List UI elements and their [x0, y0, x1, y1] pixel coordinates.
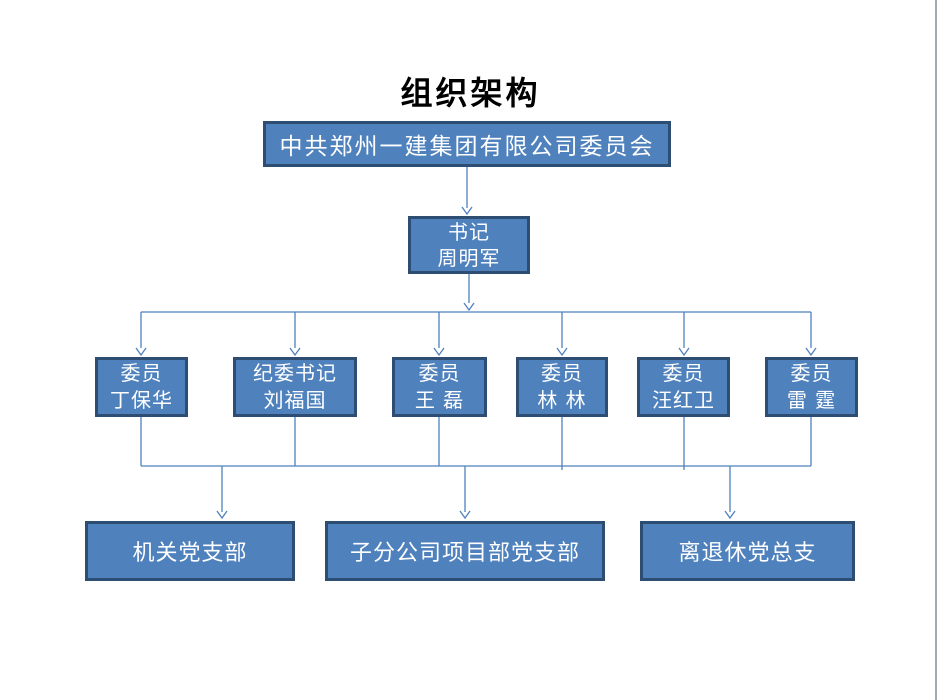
org-node-member-wanglei: 委员 王 磊	[392, 357, 487, 417]
member-name: 丁保华	[110, 388, 173, 412]
org-node-branch-office: 机关党支部	[85, 521, 295, 581]
page-title: 组织架构	[400, 74, 541, 112]
branch-label: 子分公司项目部党支部	[349, 541, 580, 566]
member-title: 委员	[541, 361, 583, 385]
member-title: 委员	[120, 361, 163, 385]
branch-label: 离退休党总支	[678, 541, 817, 566]
org-node-secretary-name: 周明军	[437, 246, 501, 270]
member-title: 委员	[418, 361, 461, 385]
branch-label: 机关党支部	[132, 541, 248, 566]
member-title: 纪委书记	[253, 361, 337, 385]
member-name: 林 林	[537, 388, 587, 412]
member-title: 委员	[790, 361, 833, 385]
org-node-committee: 中共郑州一建集团有限公司委员会	[263, 121, 671, 167]
org-node-committee-label: 中共郑州一建集团有限公司委员会	[279, 134, 655, 160]
member-name: 雷 霆	[786, 388, 837, 412]
org-node-member-linlin: 委员 林 林	[516, 357, 608, 417]
member-title: 委员	[662, 361, 705, 385]
org-node-member-liufuguo: 纪委书记 刘福国	[233, 357, 357, 417]
org-node-branch-retired: 离退休党总支	[640, 521, 855, 581]
member-name: 刘福国	[263, 388, 327, 412]
org-node-secretary-title: 书记	[448, 220, 490, 244]
org-node-branch-subsidiary: 子分公司项目部党支部	[325, 521, 605, 581]
org-node-member-wanghongwei: 委员 汪红卫	[637, 357, 730, 417]
page-edge-line	[935, 0, 937, 700]
org-node-member-dingbaohua: 委员 丁保华	[95, 357, 188, 417]
member-name: 汪红卫	[652, 388, 715, 412]
org-node-member-leiting: 委员 雷 霆	[765, 357, 858, 417]
member-name: 王 磊	[414, 388, 465, 412]
org-node-secretary: 书记 周明军	[408, 216, 530, 274]
